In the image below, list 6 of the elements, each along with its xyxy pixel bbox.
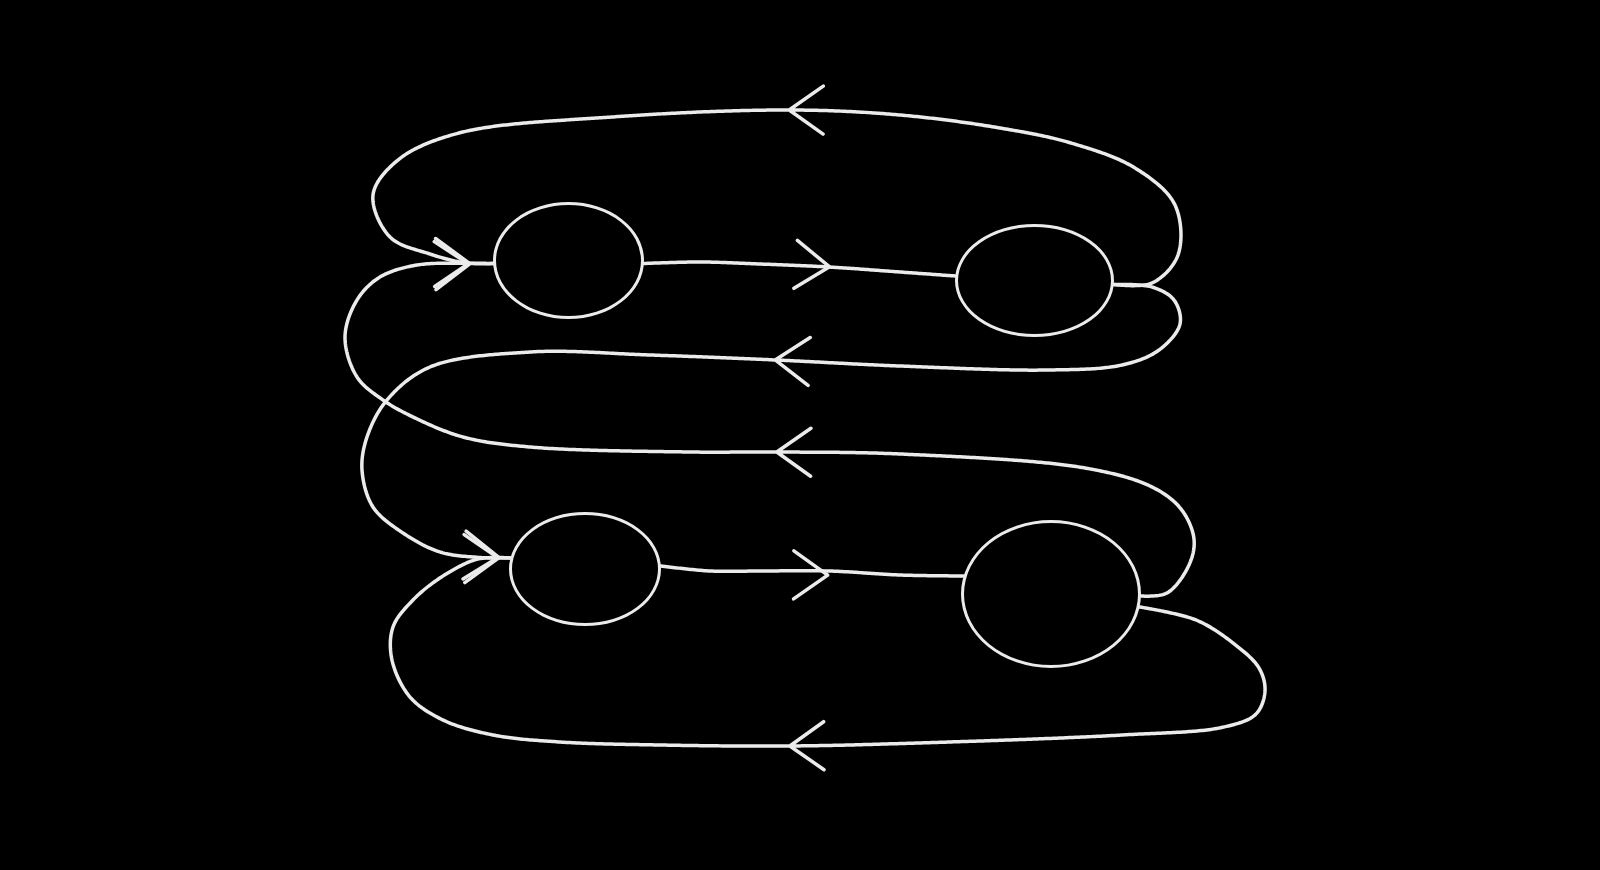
arrow (642, 238, 957, 291)
arrow (360, 282, 1183, 585)
arrow (388, 529, 1267, 772)
arrow (343, 236, 1196, 598)
arrow (371, 84, 1183, 292)
arrow (659, 549, 966, 601)
